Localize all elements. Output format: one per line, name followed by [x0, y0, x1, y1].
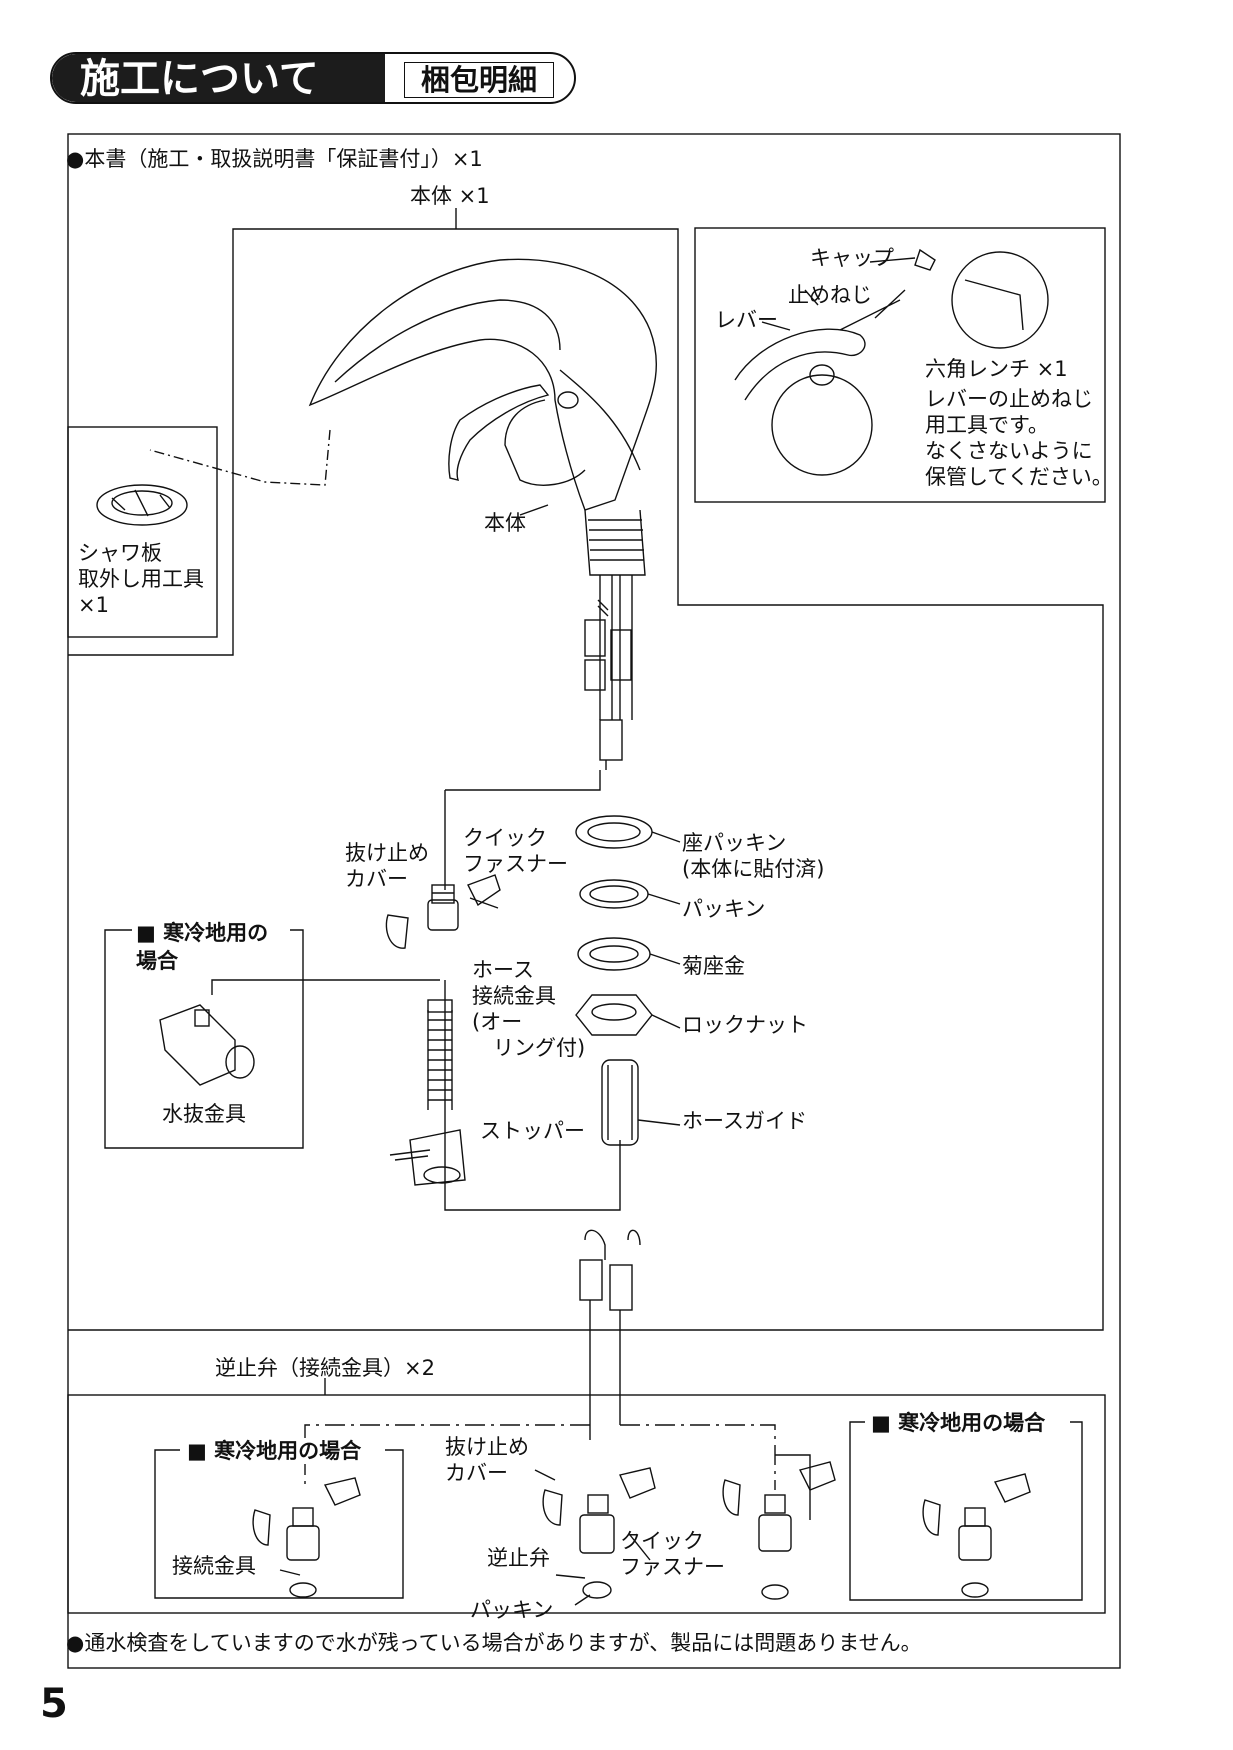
body-qty-label: 本体 ×1: [410, 184, 490, 208]
hose-assembly-bracket: [444, 790, 621, 1211]
retainer-cover-label: 抜け止め カバー: [345, 841, 429, 891]
section-header-background: [52, 54, 385, 102]
check-valve-label: 逆止弁: [487, 1546, 550, 1570]
footer-note: ●通水検査をしていますので水が残っている場合がありますが、製品には問題ありません…: [66, 1631, 922, 1655]
packing-label: パッキン: [682, 897, 766, 921]
hose-guide-drawing: [601, 1059, 681, 1146]
page-number: 5: [40, 1681, 68, 1727]
washer-stack-drawing: [575, 815, 653, 1036]
cold-right-title: ■ 寒冷地用の場合: [867, 1410, 1050, 1436]
shower-tool-box: [67, 426, 218, 638]
section-header: 施工について 梱包明細: [50, 52, 576, 104]
lower-hoses-drawing: [304, 1229, 811, 1520]
section-title: 施工について: [80, 56, 319, 102]
drain-fitting-drawing: [159, 1004, 255, 1086]
lower-packing-label: パッキン: [470, 1598, 554, 1622]
section-subtitle: 梱包明細: [404, 62, 554, 98]
check-valve-far-right-drawing: [922, 1473, 1031, 1598]
inset-lever-drawing: [734, 248, 1049, 476]
check-valve-left-drawing: [252, 1477, 361, 1598]
cold-left-box: [154, 1449, 404, 1599]
main-box-outline: [68, 228, 1104, 1331]
inset-tools-box: [694, 227, 1106, 503]
cold-region-top-title: ■ 寒冷地用の 場合: [132, 919, 273, 975]
cap-label: キャップ: [810, 246, 894, 270]
hex-wrench-label: 六角レンチ ×1: [925, 357, 1068, 381]
faucet-body-drawing: [308, 258, 657, 770]
body-label: 本体: [484, 511, 526, 535]
stopper-drawing: [389, 1129, 466, 1186]
cold-top-box: [104, 929, 304, 1149]
connector-label: 接続金具: [172, 1554, 256, 1578]
hose-guide-label: ホースガイド: [682, 1109, 807, 1133]
manual-line: ●本書（施工・取扱説明書「保証書付」）×1: [66, 147, 483, 171]
shower-tool-label: シャワ板 取外し用工具 ×1: [78, 541, 204, 617]
lock-nut-label: ロックナット: [682, 1013, 808, 1037]
lower-retainer-cover-label: 抜け止め カバー: [445, 1435, 529, 1485]
check-valve-box: [67, 1394, 1106, 1614]
hose-fitting-drawing: [385, 874, 501, 949]
seat-packing-label: 座パッキン (本体に貼付済): [682, 831, 825, 881]
shower-tool-drawing: [96, 484, 188, 526]
cold-right-box: [849, 1421, 1083, 1601]
lever-label: レバー: [715, 308, 778, 332]
cold-left-title: ■ 寒冷地用の場合: [183, 1438, 366, 1464]
quick-fastener-label: クイック ファスナー: [463, 826, 568, 876]
check-valve-right-drawing: [722, 1461, 836, 1600]
stopper-label: ストッパー: [480, 1119, 585, 1143]
check-valve-section-title: 逆止弁（接続金具）×2: [215, 1356, 435, 1380]
drain-fitting-label: 水抜金具: [162, 1102, 246, 1126]
hose-fitting-label: ホース 接続金具 (オー リング付): [472, 958, 586, 1060]
lower-quick-fastener-label: クイック ファスナー: [620, 1529, 725, 1579]
check-valve-center-drawing: [542, 1467, 656, 1599]
hex-wrench-note: レバーの止めねじ 用工具です。 なくさないように 保管してください。: [925, 387, 1113, 489]
washer-label: 菊座金: [682, 954, 745, 978]
corrugated-hose-drawing: [427, 999, 453, 1110]
outer-frame: [67, 133, 1121, 1669]
set-screw-label: 止めねじ: [788, 283, 872, 307]
